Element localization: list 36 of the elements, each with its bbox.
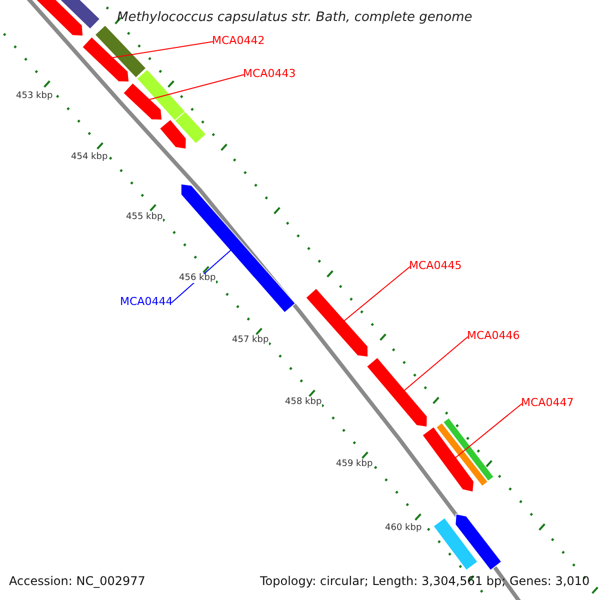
- gene-label: MCA0444: [120, 296, 173, 307]
- leader-line: [344, 266, 410, 322]
- gene-label: MCA0443: [243, 68, 296, 79]
- scale-label: 457 kbp: [232, 336, 269, 345]
- gene-feature: [432, 517, 478, 571]
- leader-line: [112, 41, 214, 58]
- scale-label: 458 kbp: [285, 398, 322, 407]
- leader-line: [404, 336, 468, 392]
- gene-feature: [454, 514, 502, 571]
- gene-feature: [122, 82, 162, 120]
- scale-label: 454 kbp: [71, 153, 108, 162]
- leader-line: [454, 403, 522, 458]
- scale-label: 460 kbp: [385, 524, 422, 533]
- footer-note: Accession: NC_002977: [9, 575, 146, 587]
- map-title: Methylococcus capsulatus str. Bath, complete genome: [117, 11, 472, 24]
- gene-feature: [305, 288, 368, 358]
- gene-feature: [422, 426, 474, 492]
- gene-feature: [442, 417, 494, 482]
- gene-label: MCA0442: [212, 35, 265, 46]
- gene-label: MCA0446: [467, 330, 520, 341]
- gene-feature: [136, 68, 186, 122]
- footer-note: Topology: circular; Length: 3,304,561 bp; Genes: 3,010: [260, 575, 590, 587]
- gene-feature: [366, 356, 428, 428]
- gene-feature: [180, 184, 296, 314]
- gene-label: MCA0445: [409, 260, 462, 271]
- gene-label: MCA0447: [521, 397, 574, 408]
- gene-feature: [159, 118, 187, 150]
- gene-feature: [82, 36, 130, 82]
- scale-label: 455 kbp: [126, 213, 163, 222]
- leader-line: [148, 74, 244, 100]
- gene-feature: [94, 24, 147, 78]
- gene-feature: [174, 110, 207, 144]
- scale-label: 459 kbp: [336, 460, 373, 469]
- scale-label: 453 kbp: [16, 92, 53, 101]
- scale-label: 456 kbp: [179, 274, 216, 283]
- gene-feature: [436, 422, 488, 487]
